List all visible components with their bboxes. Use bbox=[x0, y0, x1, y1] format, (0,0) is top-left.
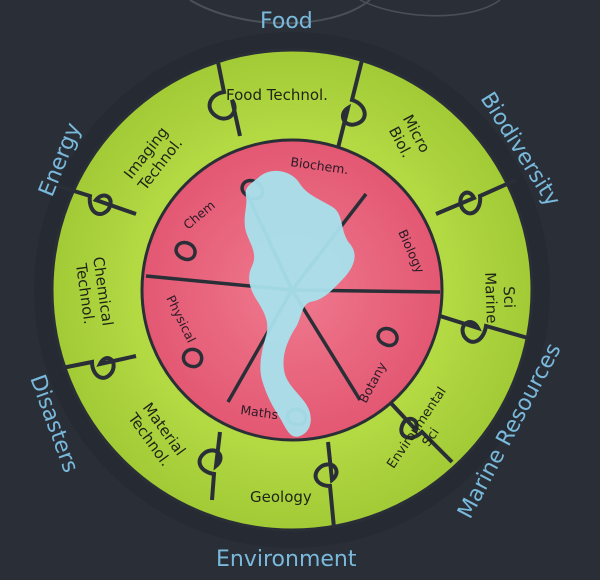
outer-label-environment: Environment bbox=[216, 547, 357, 572]
map-silhouette bbox=[244, 170, 355, 437]
svg-text:Sci: Sci bbox=[500, 286, 519, 309]
decorative-swirl bbox=[189, 0, 371, 25]
outer-label-food: Food bbox=[260, 9, 313, 34]
green-label-marine-sci: Marine Sci bbox=[481, 272, 519, 324]
green-label-geology: Geology bbox=[250, 488, 312, 506]
svg-text:Marine: Marine bbox=[481, 272, 501, 324]
green-ring-dividers bbox=[57, 59, 529, 529]
green-label-food-technol: Food Technol. bbox=[226, 86, 328, 104]
pink-label-maths: Maths bbox=[240, 402, 280, 422]
decorative-swirl bbox=[359, 0, 501, 17]
